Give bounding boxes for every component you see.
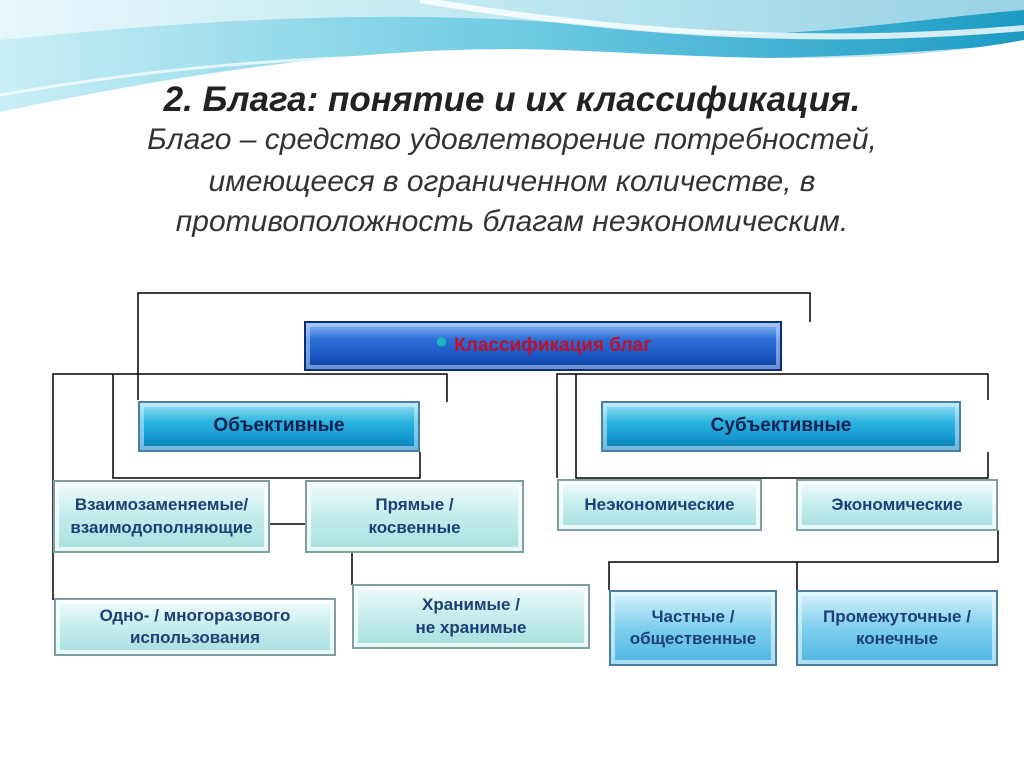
- node-objective-label: Объективные: [213, 415, 345, 437]
- root-node-label: Классификация благ: [454, 334, 652, 356]
- node-non-economic: Неэкономические: [557, 479, 762, 531]
- node-single-multi-use: Одно- / многоразового использования: [54, 598, 336, 656]
- node-objective: Объективные: [138, 401, 420, 452]
- definition-line-2: имеющееся в ограниченном количестве, в: [208, 165, 816, 198]
- node-private-public: Частные / общественные: [609, 590, 777, 666]
- node-economic-label: Экономические: [831, 494, 963, 514]
- node-single-multi-use-line-2: использования: [129, 628, 261, 647]
- node-storable-line-1: Хранимые /: [422, 595, 520, 615]
- node-intermediate-final-line-2: конечные: [855, 629, 939, 648]
- bullet-dot-icon: ●: [434, 327, 449, 353]
- node-intermediate-final: Промежуточные / конечные: [796, 590, 998, 666]
- node-interchangeable-line-1: Взаимозаменяемые/: [74, 495, 249, 515]
- node-economic: Экономические: [796, 479, 998, 531]
- node-subjective: Субъективные: [601, 401, 961, 452]
- page-title: 2. Блага: понятие и их классификация.: [163, 80, 861, 119]
- background-wave: [0, 0, 1024, 112]
- node-interchangeable-line-2: взаимодополняющие: [70, 517, 253, 537]
- node-storable: Хранимые / не хранимые: [352, 584, 590, 649]
- node-direct-line-1: Прямые /: [375, 495, 454, 515]
- root-node-classification: ●Классификация благ: [304, 321, 782, 371]
- node-direct: Прямые / косвенные: [305, 480, 524, 553]
- node-direct-line-2: косвенные: [368, 517, 461, 537]
- node-single-multi-use-line-1: Одно- / многоразового: [99, 605, 291, 625]
- node-subjective-label: Субъективные: [710, 415, 852, 437]
- node-private-public-line-2: общественные: [629, 629, 757, 648]
- node-storable-line-2: не хранимые: [415, 617, 527, 637]
- node-private-public-line-1: Частные /: [651, 606, 735, 626]
- node-intermediate-final-line-1: Промежуточные /: [823, 606, 971, 626]
- node-non-economic-label: Неэкономические: [584, 494, 735, 514]
- definition-line-3: противоположность благам неэкономическим…: [175, 205, 849, 238]
- node-interchangeable: Взаимозаменяемые/ взаимодополняющие: [53, 480, 270, 553]
- definition-line-1: Благо – средство удовлетворение потребно…: [147, 123, 877, 156]
